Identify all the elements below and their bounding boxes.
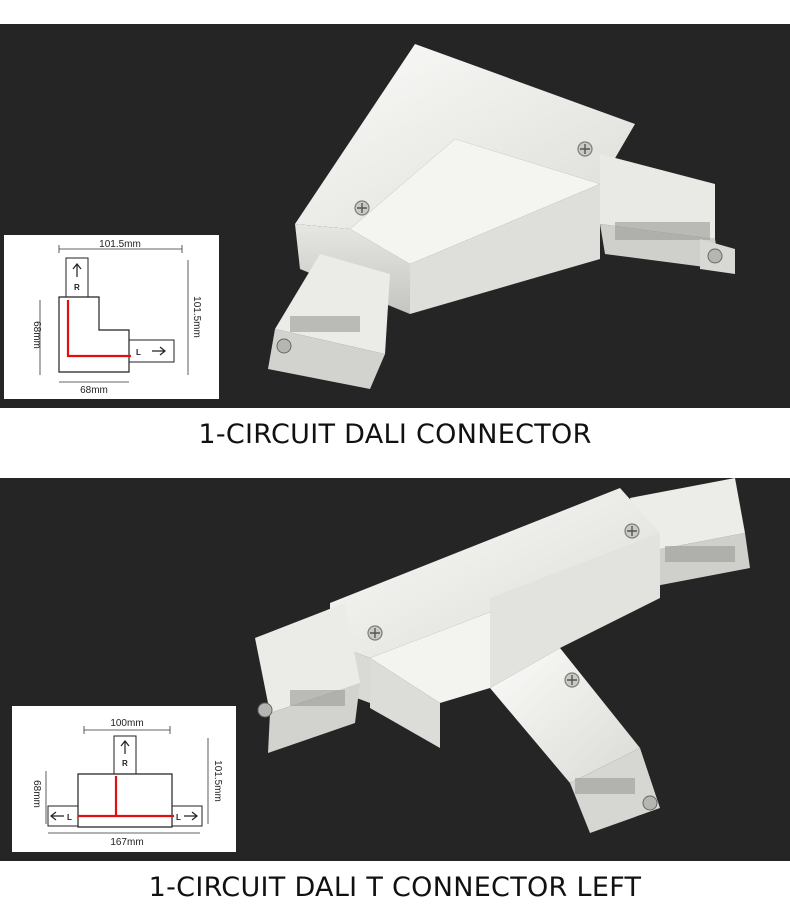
bottom-dimension-label: 68mm bbox=[80, 385, 108, 396]
label-l: L bbox=[136, 348, 141, 357]
right-dimension-label: 101.5mm bbox=[191, 296, 202, 338]
t-connector-illustration bbox=[255, 478, 750, 833]
left-dimension-label: 68mm bbox=[31, 321, 42, 349]
top-dimension-label: 100mm bbox=[110, 718, 143, 729]
dimension-diagram-l-connector: 101.5mm 101.5mm 68mm 68mm R L bbox=[4, 235, 219, 399]
left-dimension-label: 68mm bbox=[31, 780, 42, 808]
label-left-end: L bbox=[67, 813, 72, 822]
dimension-diagram-t-connector: 100mm 101.5mm 68mm 167mm R L L bbox=[12, 706, 236, 852]
l-connector-illustration bbox=[268, 44, 735, 389]
label-r: R bbox=[74, 283, 80, 292]
label-l: L bbox=[176, 813, 181, 822]
caption-t-connector: 1-CIRCUIT DALI T CONNECTOR LEFT bbox=[148, 872, 642, 903]
right-dimension-label: 101.5mm bbox=[212, 760, 223, 802]
caption-l-connector: 1-CIRCUIT DALI CONNECTOR bbox=[198, 419, 592, 450]
label-r: R bbox=[122, 759, 128, 768]
top-dimension-label: 101.5mm bbox=[99, 239, 141, 250]
bottom-dimension-label: 167mm bbox=[110, 837, 143, 848]
